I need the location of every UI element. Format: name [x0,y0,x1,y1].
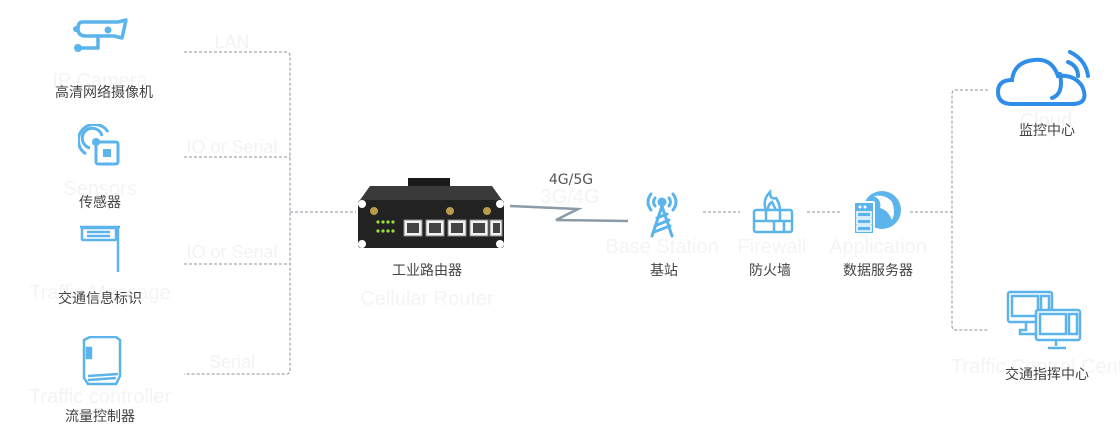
device-label-firewall: 防火墙 [749,263,791,279]
ghost-label: Cellular Router [360,288,494,310]
ghost-label: Traffic controller [28,386,172,408]
ghost-label: IP Camera [52,70,148,92]
device-label-controller: 流量控制器 [65,409,135,425]
industrial-router-icon [356,178,506,254]
device-label-server: 数据服务器 [843,263,913,279]
device-label-camera: 高清网络摄像机 [55,85,153,101]
ghost-label: Application [829,236,927,258]
link-label-io-1: IO or Serial [186,137,278,157]
sensor-icon [76,122,124,174]
link-label-lan: LAN [214,32,250,52]
device-label-router: 工业路由器 [392,263,462,279]
link-camera [184,51,291,375]
device-label-command: 交通指挥中心 [1005,367,1089,383]
firewall-icon [750,188,796,240]
ghost-label: Firewall [737,236,807,258]
wireless-link [509,204,629,223]
computers-icon [1006,290,1086,358]
device-label-sign: 交通信息标识 [58,291,142,307]
ghost-label: Traffic Message [29,282,171,304]
wireless-label: 4G/5G [548,172,594,188]
ghost-label: Base Station [605,236,719,258]
ghost-label: Traffic Control Center [950,356,1120,378]
link-label-io-2: IO or Serial [186,242,278,262]
device-label-base: 基站 [650,263,678,279]
server-globe-icon [852,190,902,240]
cloud-icon [994,42,1094,116]
link-label-serial: Serial [208,352,256,372]
ghost-label: 3G/4G [540,186,600,208]
ghost-label: Cloud [1019,110,1073,132]
ghost-label: Sensors [63,178,137,200]
cctv-camera-icon [72,16,128,64]
device-label-monitor: 监控中心 [1019,123,1075,139]
device-label-sensor: 传感器 [79,195,121,211]
traffic-sign-icon [78,224,124,276]
traffic-controller-cabinet-icon [80,335,122,392]
cell-tower-icon [642,190,682,244]
link-right-bus [951,89,988,331]
